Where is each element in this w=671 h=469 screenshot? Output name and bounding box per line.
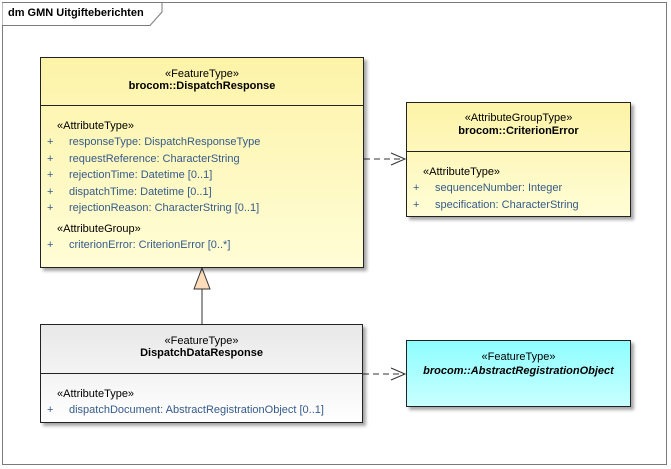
class-criterion-error[interactable]: «AttributeGroupType» brocom::CriterionEr… bbox=[406, 102, 631, 217]
class-body: «AttributeType» +responseType: DispatchR… bbox=[41, 106, 363, 253]
class-body: «AttributeType» +dispatchDocument: Abstr… bbox=[41, 374, 362, 419]
class-dispatch-response[interactable]: «FeatureType» brocom::DispatchResponse «… bbox=[40, 57, 364, 268]
section-stereotype: «AttributeType» bbox=[423, 166, 501, 178]
attribute: +specification: CharacterString bbox=[413, 198, 579, 211]
attribute: +sequenceNumber: Integer bbox=[413, 182, 563, 194]
dependency-arrowhead-abstract-registration bbox=[390, 367, 407, 381]
diagram-frame bbox=[2, 2, 667, 465]
attribute: +requestReference: CharacterString bbox=[47, 152, 240, 165]
section-stereotype: «AttributeType» bbox=[57, 388, 135, 400]
attribute: +rejectionReason: CharacterString [0..1] bbox=[47, 202, 260, 214]
class-header: «FeatureType» DispatchDataResponse bbox=[41, 325, 362, 374]
class-header: «FeatureType» brocom::AbstractRegistrati… bbox=[407, 341, 630, 406]
class-dispatch-data-response[interactable]: «FeatureType» DispatchDataResponse «Attr… bbox=[40, 324, 363, 423]
class-body: «AttributeType» +sequenceNumber: Integer… bbox=[407, 152, 630, 213]
class-header: «FeatureType» brocom::DispatchResponse bbox=[41, 58, 363, 106]
attribute: +dispatchDocument: AbstractRegistrationO… bbox=[47, 404, 324, 416]
attribute: +rejectionTime: Datetime [0..1] bbox=[47, 169, 213, 181]
dependency-arrowhead-criterion-error bbox=[390, 152, 407, 166]
section-stereotype: «AttributeType» bbox=[57, 120, 135, 132]
class-name: brocom::DispatchResponse bbox=[128, 80, 276, 92]
class-stereotype: «FeatureType» bbox=[165, 68, 239, 80]
class-stereotype: «AttributeGroupType» bbox=[464, 112, 573, 124]
class-stereotype: «FeatureType» bbox=[481, 351, 556, 363]
frame-tab bbox=[2, 2, 163, 26]
class-abstract-registration-object[interactable]: «FeatureType» brocom::AbstractRegistrati… bbox=[406, 340, 631, 407]
class-name: brocom::AbstractRegistrationObject bbox=[423, 365, 614, 377]
class-stereotype: «FeatureType» bbox=[164, 335, 239, 347]
section-stereotype: «AttributeGroup» bbox=[57, 222, 141, 235]
attribute: +criterionError: CriterionError [0..*] bbox=[47, 238, 231, 251]
attribute: +dispatchTime: Datetime [0..1] bbox=[47, 185, 212, 198]
attribute: +responseType: DispatchResponseType bbox=[47, 136, 261, 148]
diagram-title: dm GMN Uitgifteberichten bbox=[8, 7, 144, 19]
class-name: DispatchDataResponse bbox=[140, 347, 263, 359]
generalization-arrowhead bbox=[193, 266, 211, 290]
class-header: «AttributeGroupType» brocom::CriterionEr… bbox=[407, 103, 630, 152]
class-name: brocom::CriterionError bbox=[458, 125, 579, 137]
